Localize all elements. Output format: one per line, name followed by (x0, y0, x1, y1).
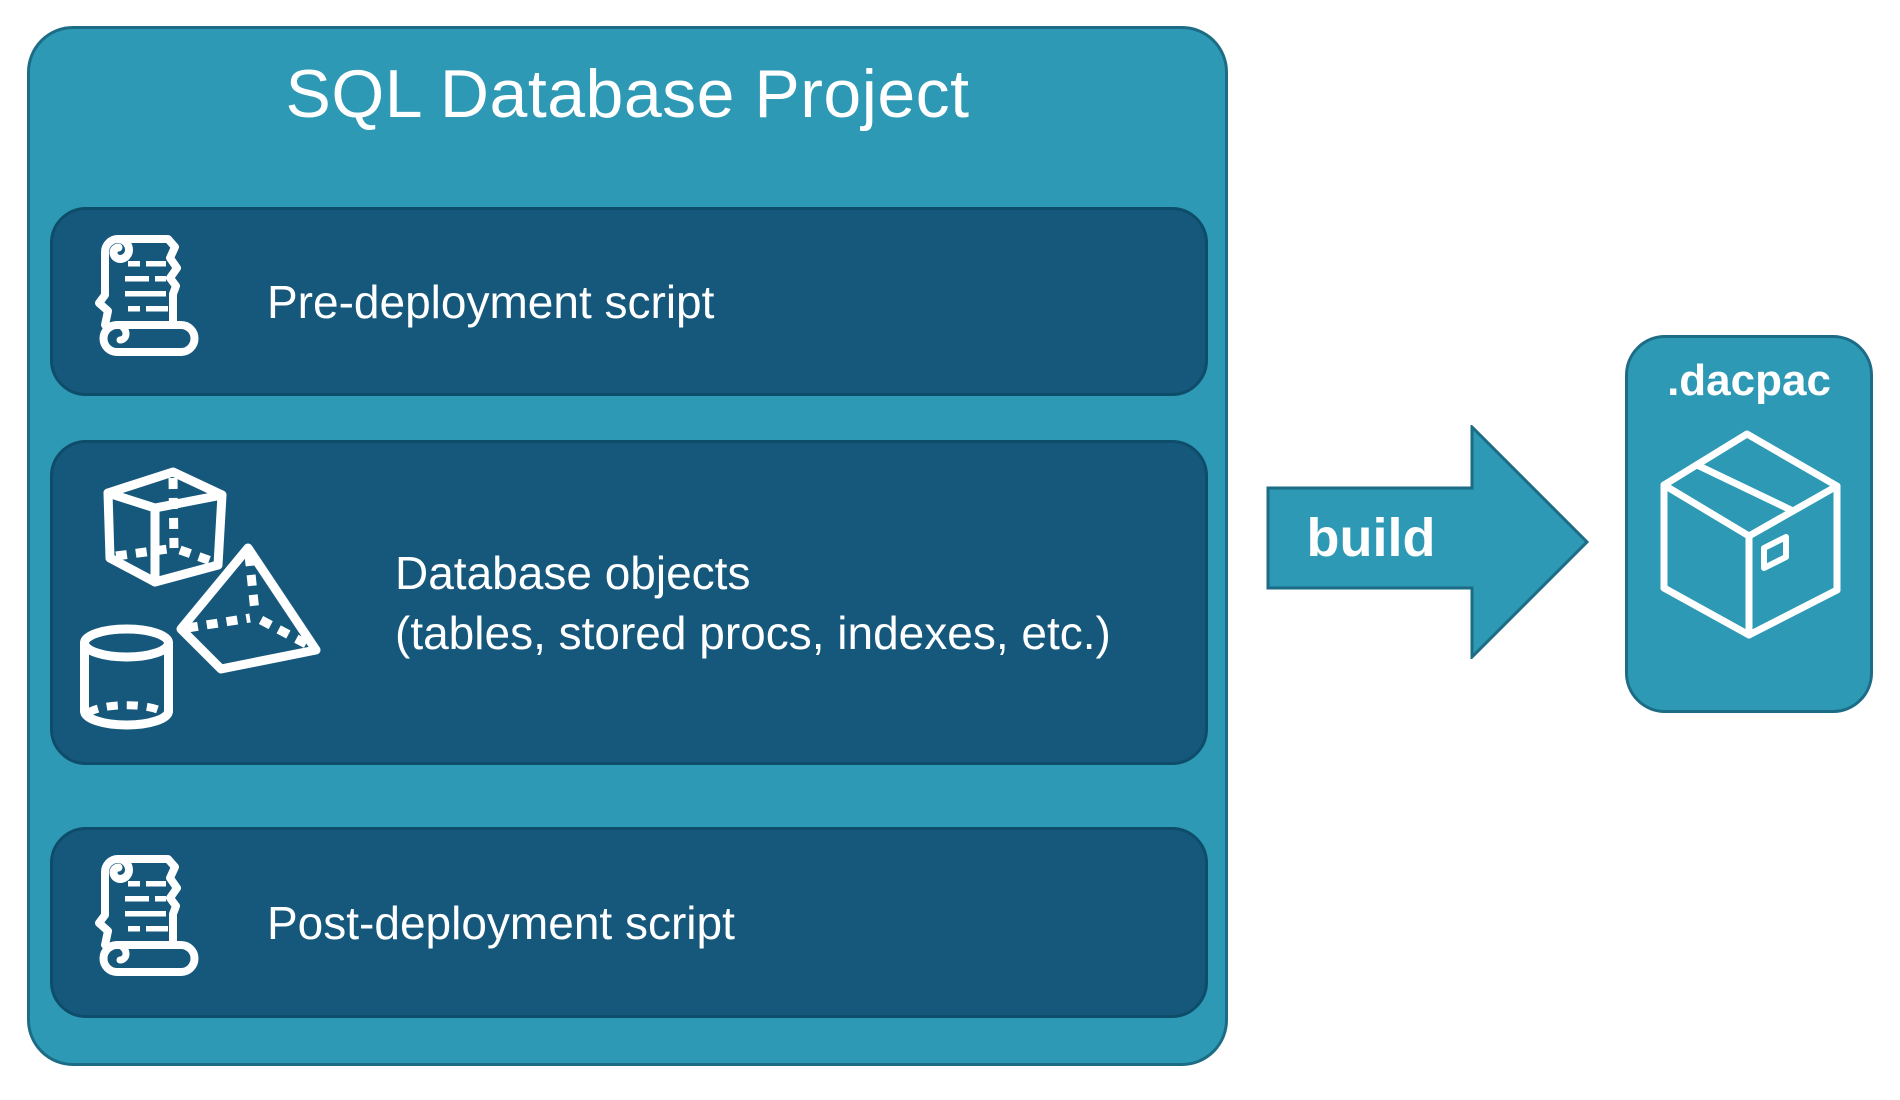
database-objects-label: Database objects (tables, stored procs, … (395, 543, 1111, 663)
pyramid-icon (176, 542, 321, 674)
package-icon (1660, 430, 1841, 641)
database-objects-panel: Database objects (tables, stored procs, … (50, 440, 1208, 765)
pre-deployment-panel: Pre-deployment script (50, 207, 1208, 396)
dacpac-box: .dacpac (1625, 335, 1873, 713)
database-objects-line1: Database objects (395, 546, 751, 599)
cylinder-icon (80, 624, 173, 733)
sql-database-project-box: SQL Database Project P (27, 26, 1228, 1066)
project-title: SQL Database Project (285, 56, 970, 132)
database-objects-line2: (tables, stored procs, indexes, etc.) (395, 606, 1111, 659)
scroll-icon (80, 855, 199, 976)
build-arrow-label: build (1306, 508, 1436, 568)
post-deployment-label: Post-deployment script (267, 896, 735, 949)
cube-icon (103, 467, 227, 590)
scroll-icon (80, 235, 199, 356)
post-deployment-panel: Post-deployment script (50, 827, 1208, 1018)
dacpac-label: .dacpac (1667, 356, 1831, 405)
pre-deployment-label: Pre-deployment script (267, 275, 715, 328)
build-arrow (1266, 425, 1590, 659)
